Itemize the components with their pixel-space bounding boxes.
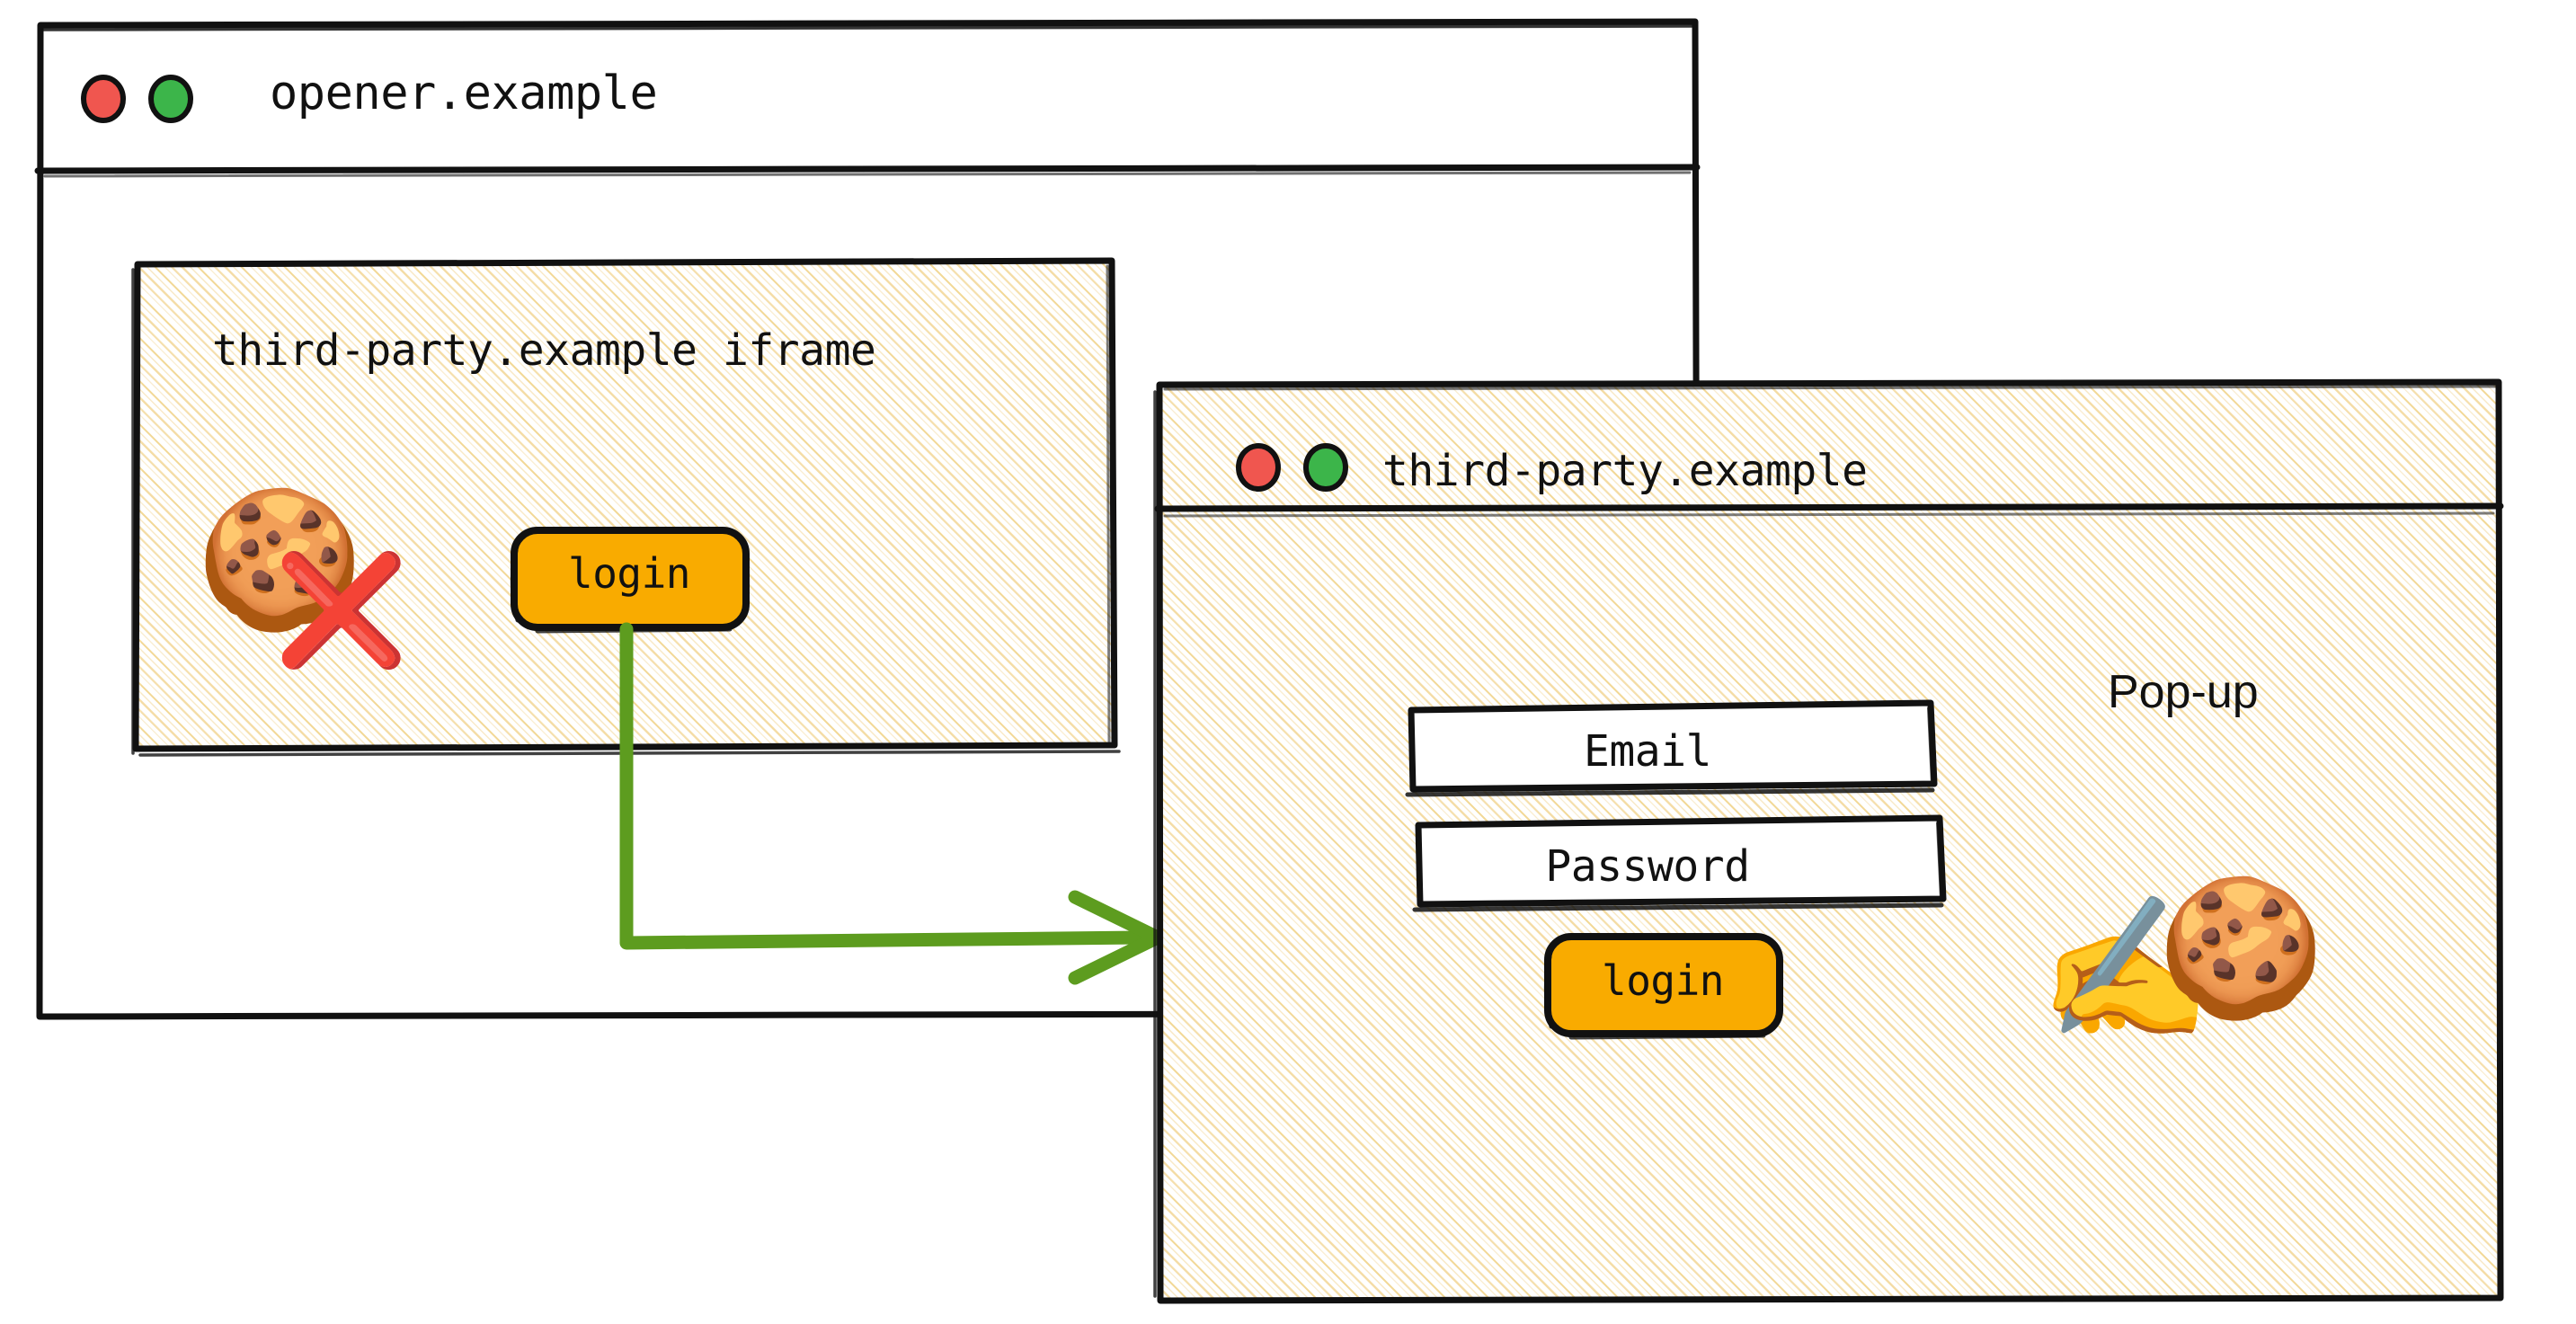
cookie-icon: 🍪 [196, 482, 364, 638]
popup-window-title: third-party.example [1382, 446, 1868, 496]
opener-window-title: opener.example [270, 67, 658, 120]
popup-login-button[interactable] [1543, 933, 1783, 1040]
flow-arrow-path [619, 622, 1149, 950]
email-field-label: Email [1584, 726, 1712, 777]
popup-titlebar-divider [1154, 502, 2504, 512]
opener-titlebar-dots [81, 75, 193, 123]
writing-hand-icon: ✍️ [2039, 887, 2212, 1050]
popup-login-button-label[interactable]: login [1602, 956, 1724, 1005]
iframe-surface [132, 257, 1118, 752]
close-dot-icon[interactable] [81, 75, 126, 123]
iframe-title: third-party.example iframe [212, 325, 876, 376]
password-field-label: Password [1545, 841, 1750, 892]
third-party-iframe-box [131, 257, 1121, 757]
opener-titlebar-divider [34, 164, 1701, 174]
close-dot-icon[interactable] [1236, 443, 1281, 492]
iframe-login-button-label[interactable]: login [568, 549, 690, 598]
popup-titlebar-dots [1236, 443, 1348, 492]
cookie-blocked-cross-icon: ❌ [274, 548, 409, 673]
popup-annotation-label: Pop-up [2108, 666, 2259, 718]
maximize-dot-icon[interactable] [148, 75, 193, 123]
password-field[interactable] [1412, 814, 1947, 912]
email-field[interactable] [1405, 699, 1938, 797]
cookie-icon: 🍪 [2157, 870, 2325, 1026]
maximize-dot-icon[interactable] [1303, 443, 1348, 492]
